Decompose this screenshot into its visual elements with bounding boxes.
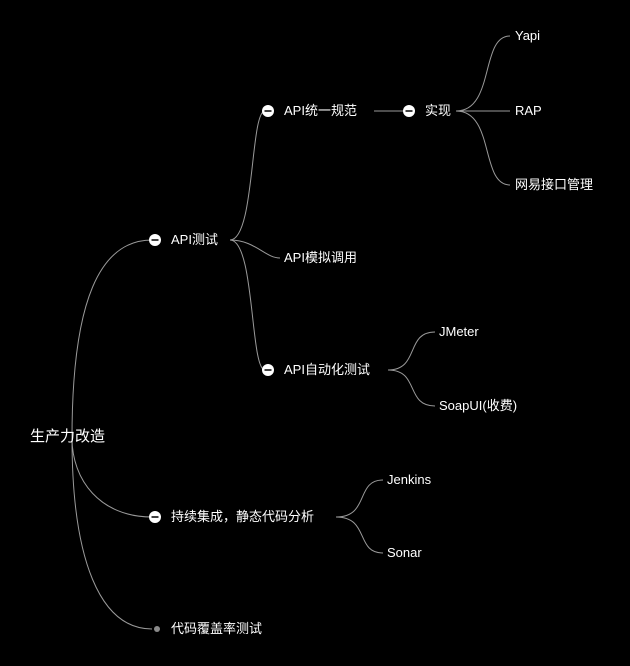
node-impl[interactable]: 实现 bbox=[425, 103, 452, 118]
connector-ci-sonar bbox=[335, 516, 384, 554]
collapse-toggle-ci[interactable] bbox=[149, 511, 161, 523]
node-api-automation[interactable]: API自动化测试 bbox=[284, 362, 370, 377]
node-api-spec[interactable]: API统一规范 bbox=[284, 103, 357, 118]
connector-api-testing-automation bbox=[229, 239, 266, 371]
root-node-label[interactable]: 生产力改造 bbox=[30, 428, 106, 445]
connector-automation-soapui bbox=[387, 369, 436, 407]
collapse-toggle-api-spec[interactable] bbox=[262, 105, 274, 117]
node-netease-api-mgmt[interactable]: 网易接口管理 bbox=[515, 177, 594, 192]
node-jmeter[interactable]: JMeter bbox=[439, 324, 479, 339]
connector-api-testing-mock bbox=[229, 239, 281, 259]
collapse-toggle-api-testing[interactable] bbox=[149, 234, 161, 246]
node-rap[interactable]: RAP bbox=[515, 103, 542, 118]
connector-root-ci bbox=[71, 437, 153, 518]
leaf-dot-coverage bbox=[154, 626, 160, 632]
node-code-coverage[interactable]: 代码覆盖率测试 bbox=[171, 621, 263, 636]
collapse-toggle-api-automation[interactable] bbox=[262, 364, 274, 376]
collapse-toggle-impl[interactable] bbox=[403, 105, 415, 117]
node-jenkins[interactable]: Jenkins bbox=[387, 472, 432, 487]
connector-automation-jmeter bbox=[387, 331, 436, 371]
node-yapi[interactable]: Yapi bbox=[515, 28, 541, 43]
connector-root-coverage bbox=[71, 437, 153, 630]
connector-root-api-testing bbox=[71, 239, 153, 439]
connector-impl-yapi bbox=[455, 35, 511, 112]
node-ci-static-analysis[interactable]: 持续集成，静态代码分析 bbox=[171, 509, 315, 524]
node-soapui[interactable]: SoapUI(收费) bbox=[439, 398, 518, 413]
connector-ci-jenkins bbox=[335, 479, 384, 518]
node-api-mock[interactable]: API模拟调用 bbox=[284, 250, 357, 265]
connector-impl-netease bbox=[455, 110, 511, 186]
node-sonar[interactable]: Sonar bbox=[387, 545, 422, 560]
connector-api-testing-spec bbox=[229, 110, 266, 241]
node-api-testing[interactable]: API测试 bbox=[171, 232, 218, 247]
